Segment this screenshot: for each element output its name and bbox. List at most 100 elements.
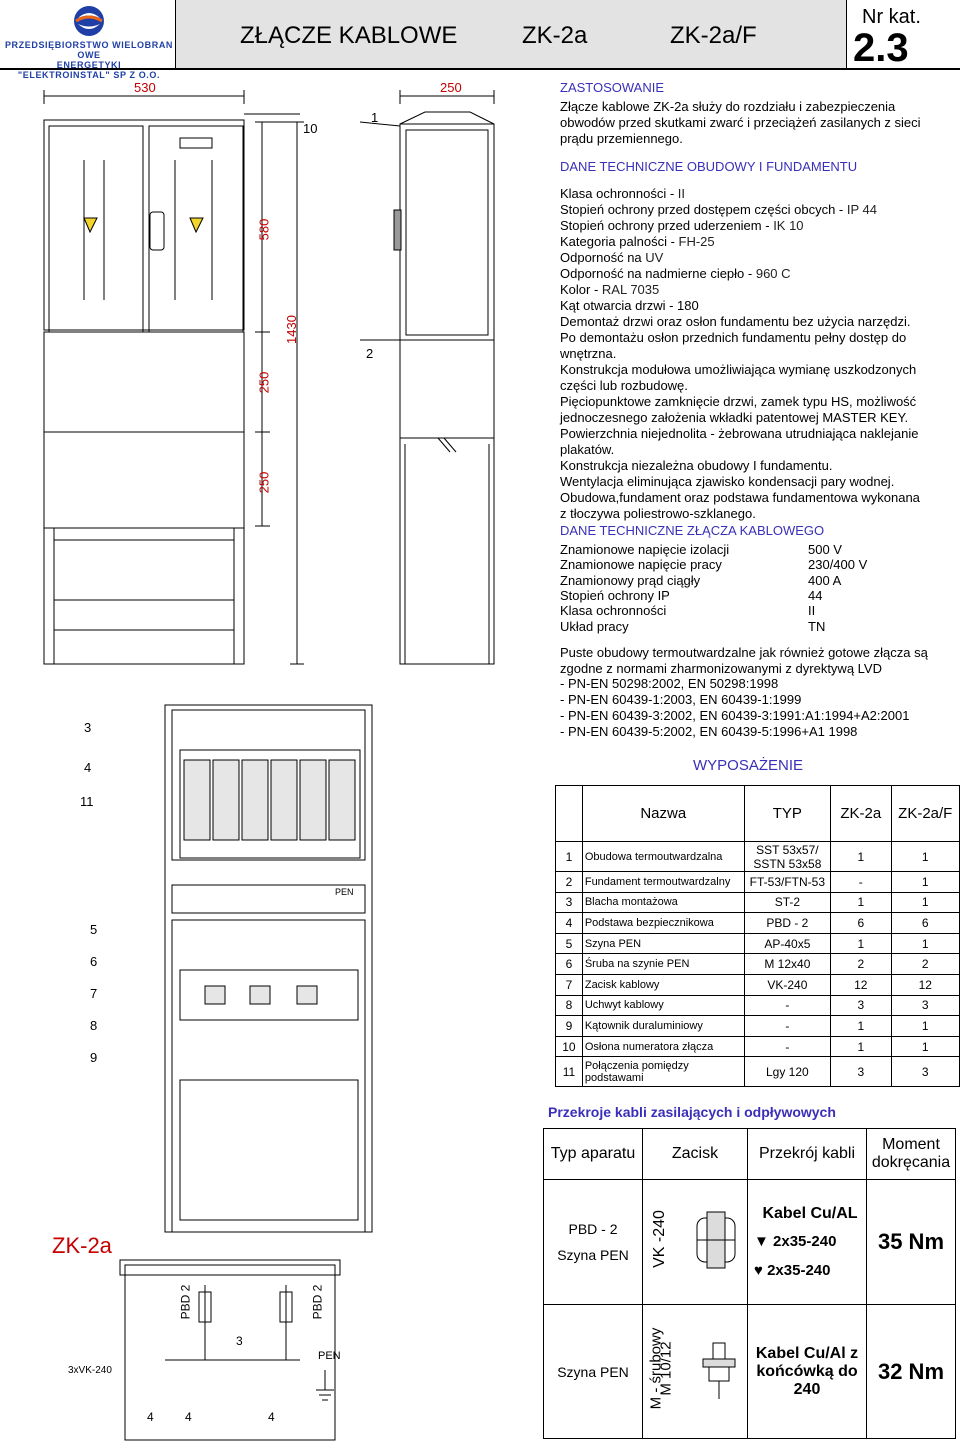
spec-row: Układ pracy TN [560,618,867,634]
tech-item: Konstrukcja niezależna obudowy I fundame… [560,458,945,474]
tech-item: Wentylacja eliminująca zjawisko kondensa… [560,474,945,490]
equipment-qty-zk2a: 1 [830,1035,892,1058]
equipment-no: 1 [555,841,583,872]
tech-item: Po demontażu osłon przednich fundamentu … [560,330,945,346]
equipment-no: 9 [555,1015,583,1037]
equipment-name: Fundament termoutwardzalny [581,871,745,893]
equipment-no: 11 [555,1056,583,1088]
tech-item: Konstrukcja modułowa umożliwiająca wymia… [560,362,945,378]
tech-item-text: wnętrzna. [560,346,617,361]
page-header: PRZEDSIĘBIORSTWO WIELOBRAN OWE ENERGETYK… [0,0,960,80]
callout-3: 3 [84,720,92,735]
equipment-qty-zk2a: 1 [830,841,892,872]
cable-row-2-clamp-b: M 10/12 [657,1341,675,1396]
equipment-no: 2 [555,871,583,893]
company-line-1: PRZEDSIĘBIORSTWO WIELOBRAN OWE [4,40,174,60]
tech-item-text: Kategoria palności - [560,234,679,249]
cable-clamp-icon [696,1211,736,1269]
schematic-n4a: 4 [147,1410,154,1424]
equipment-qty-zk2a: 2 [830,953,892,975]
equipment-type: - [743,1035,832,1058]
equipment-qty-zk2af: 6 [890,912,960,934]
catalog-number: 2.3 [853,26,909,70]
equipment-qty-zk2a: 6 [830,912,892,934]
single-line-schematic [124,1264,336,1441]
equipment-name: Kątownik duraluminiowy [581,1015,745,1037]
company-line-3: "ELEKTROINSTAL" SP Z O.O. [17,70,161,80]
tech-item: Kąt otwarcia drzwi - 180 [560,298,945,314]
technical-drawing [43,90,495,1441]
equipment-type: PBD - 2 [743,912,832,934]
cable-row-2-torque: 32 Nm [866,1304,956,1439]
tech-item-text: Kąt otwarcia drzwi - 180 [560,298,699,313]
tech-item-text: plakatów. [560,442,615,457]
tech-item-value: RAL 7035 [601,282,660,297]
tech-item-text: z tłoczywa poliestrowo-szklanego. [560,506,756,521]
equipment-type: ST-2 [743,891,832,914]
cable-row-1-device-a: PBD - 2 [568,1221,618,1237]
callout-6: 6 [90,954,98,969]
cable-row-2: Szyna PEN M - śrubowy M 10/12 Kabel Cu/A… [543,1304,956,1439]
equipment-qty-zk2af: 1 [890,1015,960,1037]
equipment-no: 4 [555,912,583,934]
equipment-type: VK-240 [743,973,832,996]
spec-label: Układ pracy [560,618,629,634]
cable-row-1-torque: 35 Nm [866,1179,956,1305]
tech-item-text: Stopień ochrony przed uderzeniem - [560,218,774,233]
callout-10: 10 [303,121,318,136]
fuse-bases [183,759,356,1005]
cable-row-1-section: Kabel Cu/AL ▼ 2x35-240 ♥ 2x35-240 [747,1179,867,1305]
callout-1: 1 [371,110,379,125]
cable-row-2-section: Kabel Cu/Al z końcówką do 240 [747,1304,867,1439]
equipment-name: Uchwyt kablowy [581,994,745,1017]
callout-2: 2 [366,346,374,361]
equipment-name: Osłona numeratora złącza [581,1035,745,1058]
document-title: ZŁĄCZE KABLOWE [240,22,458,49]
tech-item-text: Kolor - [560,282,602,297]
equipment-col-no [555,785,583,842]
tech-item: Pięciopunktowe zamknięcie drzwi, zamek t… [560,394,945,410]
catalog-label: Nr kat. [862,6,921,28]
equipment-type: SST 53x57/ SSTN 53x58 [743,841,832,872]
interior-view [119,704,373,1276]
standard-item: - PN-EN 60439-1:2003, EN 60439-1:1999 [560,692,802,707]
cable-row-1-section-2: ♥ 2x35-240 [754,1262,866,1279]
company-name: PRZEDSIĘBIORSTWO WIELOBRAN OWE ENERGETYK… [4,40,174,80]
dim-depth: 250 [440,80,462,95]
equipment-qty-zk2a: 3 [830,1056,892,1088]
cable-col-clamp: Zacisk [642,1128,748,1180]
equipment-qty-zk2a: 1 [830,891,892,914]
equipment-qty-zk2af: 1 [890,841,960,872]
cable-header-row: Typ aparatu Zacisk Przekrój kabli Moment… [543,1128,956,1180]
tech-item: z tłoczywa poliestrowo-szklanego. [560,506,945,522]
equipment-qty-zk2a: - [830,871,892,893]
equipment-type: Lgy 120 [743,1056,832,1088]
equipment-heading: WYPOSAŻENIE [693,757,804,774]
cable-row-1-device-b: Szyna PEN [557,1247,629,1263]
equipment-qty-zk2af: 3 [890,994,960,1017]
tech-item-value: IK 10 [773,218,804,233]
tech-item: Stopień ochrony przed uderzeniem - IK 10 [560,218,945,234]
callout-7: 7 [90,986,98,1001]
equipment-qty-zk2a: 1 [830,932,892,955]
tech-item-value: UV [645,250,664,265]
equipment-no: 10 [555,1035,583,1058]
model-name-a: ZK-2a [522,22,588,49]
spec-heading: DANE TECHNICZNE ZŁĄCZA KABLOWEGO [560,523,825,538]
tech-item-text: Pięciopunktowe zamknięcie drzwi, zamek t… [560,394,917,409]
equipment-col-zk2af: ZK-2a/F [890,785,960,842]
cable-row-2-device: Szyna PEN [543,1304,643,1439]
equipment-col-zk2a: ZK-2a [830,785,892,842]
spec-value: TN [808,618,826,634]
tech-item-text: Powierzchnia niejednolita - żebrowana ut… [560,426,919,441]
tech-item: Stopień ochrony przed dostępem części ob… [560,202,945,218]
standard-item: - PN-EN 50298:2002, EN 50298:1998 [560,676,779,691]
